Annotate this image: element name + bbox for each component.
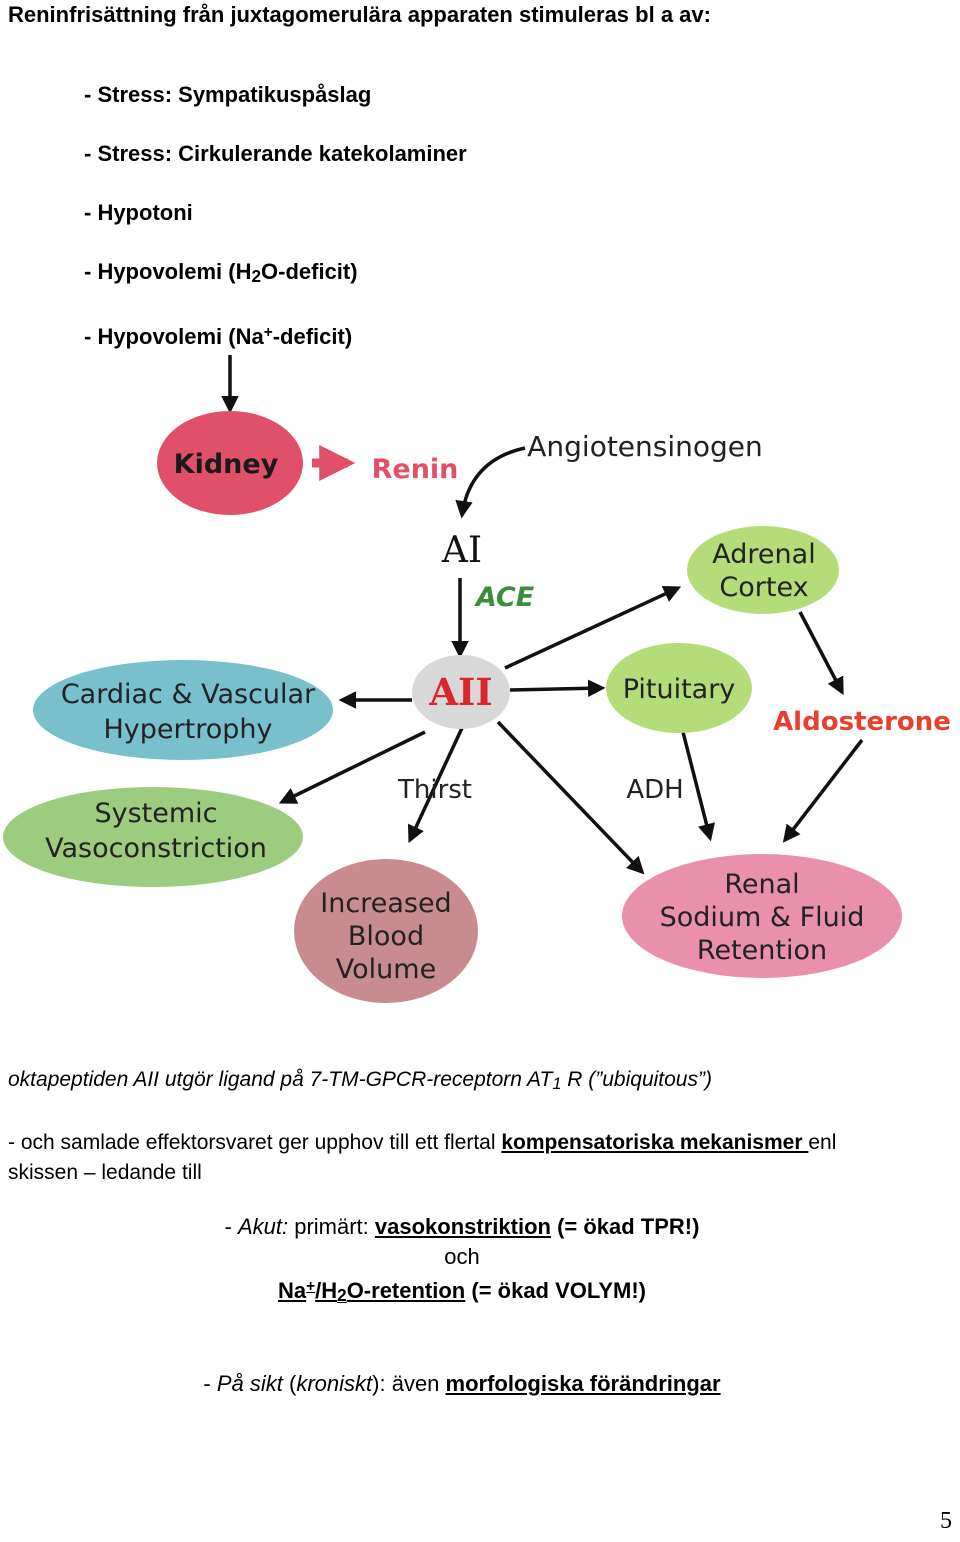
adh-label: ADH bbox=[626, 775, 683, 805]
retention-tail: (= ökad VOLYM!) bbox=[465, 1278, 646, 1303]
subscript: 2 bbox=[337, 1285, 347, 1306]
pituitary-label: Pituitary bbox=[623, 674, 736, 705]
chronic-paren: ): bbox=[372, 1371, 386, 1396]
arrow-pituitary-renal bbox=[681, 731, 716, 842]
kompensatoriska-link: kompensatoriska mekanismer bbox=[501, 1131, 809, 1154]
ligand-text: oktapeptiden AII utgör ligand på 7-TM-GP… bbox=[8, 1068, 553, 1091]
stimulus-item: - Hypotoni bbox=[84, 200, 193, 225]
aii-label: AII bbox=[428, 670, 492, 714]
arrow-aii-adrenal bbox=[504, 585, 682, 670]
chronic-label: På sikt bbox=[216, 1371, 283, 1396]
superscript: + bbox=[263, 324, 273, 342]
acute-mid: primärt: bbox=[288, 1214, 375, 1239]
increased-blood-volume-node bbox=[294, 859, 478, 1003]
ace-label: ACE bbox=[474, 582, 535, 613]
renal-retention-node bbox=[622, 854, 902, 978]
retention-o: O-retention bbox=[346, 1278, 466, 1303]
chronic-mid: även bbox=[385, 1371, 446, 1396]
diagram-arrows bbox=[221, 355, 864, 875]
aii-node bbox=[412, 655, 510, 729]
effector-paragraph: - och samlade effektorsvaret ger upphov … bbox=[8, 1128, 908, 1188]
stimulus-text: - Hypovolemi (Na bbox=[84, 324, 264, 349]
chronic-paren: ( bbox=[282, 1371, 297, 1396]
adrenal-label-2: Cortex bbox=[719, 572, 808, 603]
thirst-label: Thirst bbox=[397, 775, 472, 805]
systemic-vasoconstriction-node bbox=[3, 787, 303, 887]
chronic-line: - På sikt (kroniskt): även morfologiska … bbox=[0, 1371, 924, 1397]
chronic-dash: - bbox=[203, 1371, 217, 1396]
retention-h: /H bbox=[315, 1278, 338, 1303]
kidney-label: Kidney bbox=[174, 449, 279, 480]
systemic-label-1: Systemic bbox=[94, 798, 217, 829]
kidney-node bbox=[157, 411, 303, 515]
cardiac-vascular-node bbox=[33, 660, 333, 760]
adrenal-label-1: Adrenal bbox=[712, 539, 815, 570]
stimulus-item: - Stress: Sympatikuspåslag bbox=[84, 82, 372, 107]
effector-text: enl skissen – ledande till bbox=[8, 1131, 837, 1184]
blood-label-1: Increased bbox=[320, 888, 451, 919]
retention-na: Na bbox=[278, 1278, 307, 1303]
acute-line: - Akut: primärt: vasokonstriktion (= öka… bbox=[0, 1214, 924, 1240]
chronic-kron: kroniskt bbox=[296, 1371, 373, 1396]
blood-label-2: Blood bbox=[348, 921, 424, 952]
stimulus-text: O-deficit) bbox=[261, 259, 358, 284]
stimulus-item: - Hypovolemi (H2O-deficit) bbox=[84, 259, 358, 287]
raas-diagram: Kidney Renin Angiotensinogen AI ACE AII … bbox=[3, 355, 951, 1003]
angiotensinogen-label: Angiotensinogen bbox=[527, 430, 763, 463]
och-line: och bbox=[444, 1244, 480, 1269]
subscript: 1 bbox=[552, 1074, 562, 1093]
arrow-aii-pituitary bbox=[509, 679, 606, 698]
vasokonstriktion-term: vasokonstriktion bbox=[374, 1214, 551, 1239]
acute-tail: (= ökad TPR!) bbox=[550, 1214, 700, 1239]
arrow-aii-systemic bbox=[278, 730, 426, 804]
ai-label: AI bbox=[441, 530, 482, 571]
renin-label: Renin bbox=[372, 454, 459, 485]
aldosterone-label: Aldosterone bbox=[773, 707, 951, 737]
renal-label-1: Renal bbox=[724, 869, 799, 900]
adrenal-cortex-node bbox=[687, 526, 839, 614]
superscript: + bbox=[306, 1278, 316, 1296]
systemic-label-2: Vasoconstriction bbox=[45, 833, 267, 864]
subscript: 2 bbox=[251, 266, 262, 287]
retention-line: Na+/H2O-retention (= ökad VOLYM!) bbox=[0, 1278, 924, 1306]
arrow-aii-renal bbox=[496, 720, 645, 875]
acute-dash: - bbox=[224, 1214, 238, 1239]
arrow-angiotensinogen-ai bbox=[455, 446, 526, 519]
blood-label-3: Volume bbox=[336, 954, 436, 985]
arrow-aldosterone-renal bbox=[782, 738, 864, 843]
cardiac-label-2: Hypertrophy bbox=[104, 714, 273, 745]
acute-label: Akut: bbox=[237, 1214, 289, 1239]
stimulus-text: - Hypovolemi (H bbox=[84, 259, 252, 284]
ligand-text: R (”ubiquitous”) bbox=[561, 1068, 712, 1091]
stimulus-item: - Hypovolemi (Na+-deficit) bbox=[84, 324, 352, 350]
renal-label-2: Sodium & Fluid bbox=[660, 902, 865, 933]
ligand-paragraph: oktapeptiden AII utgör ligand på 7-TM-GP… bbox=[8, 1068, 712, 1093]
arrow-adrenal-aldosterone bbox=[798, 611, 844, 696]
morfologiska-term: morfologiska förändringar bbox=[445, 1371, 721, 1396]
effector-text: - och samlade effektorsvaret ger upphov … bbox=[8, 1131, 502, 1154]
stimulus-text: -deficit) bbox=[272, 324, 353, 349]
page-number: 5 bbox=[940, 1508, 952, 1534]
renal-label-3: Retention bbox=[697, 935, 827, 966]
cardiac-label-1: Cardiac & Vascular bbox=[61, 679, 316, 710]
stimulus-item: - Stress: Cirkulerande katekolaminer bbox=[84, 141, 467, 166]
pituitary-node bbox=[606, 643, 752, 733]
page-heading: Reninfrisättning från juxtagomerulära ap… bbox=[8, 2, 711, 27]
arrow-aii-blood bbox=[407, 727, 464, 844]
